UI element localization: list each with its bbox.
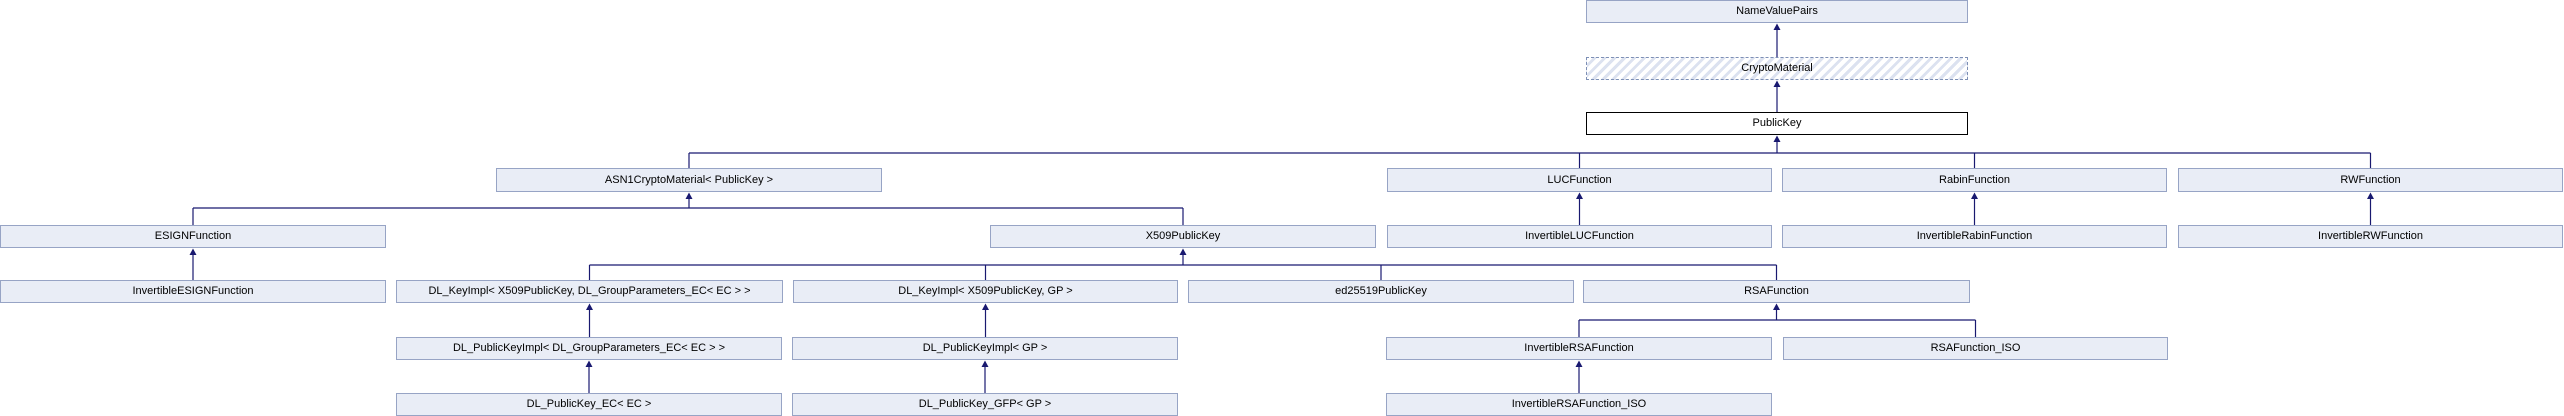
class-node-rabinfunction[interactable]: RabinFunction: [1782, 168, 2167, 192]
class-node-invertibleesignfunction[interactable]: InvertibleESIGNFunction: [0, 280, 386, 303]
class-node-esignfunction[interactable]: ESIGNFunction: [0, 225, 386, 248]
class-node-dl_publickey_gfp[interactable]: DL_PublicKey_GFP< GP >: [792, 393, 1178, 416]
inheritance-arrowhead: [1971, 192, 1978, 199]
class-node-x509publickey[interactable]: X509PublicKey: [990, 225, 1376, 248]
class-node-dl_publickeyimpl_gp[interactable]: DL_PublicKeyImpl< GP >: [792, 337, 1178, 360]
class-node-invertiblerabinfunction[interactable]: InvertibleRabinFunction: [1782, 225, 2167, 248]
class-node-rsafunction_iso[interactable]: RSAFunction_ISO: [1783, 337, 2168, 360]
class-node-dl_publickeyimpl_ec[interactable]: DL_PublicKeyImpl< DL_GroupParameters_EC<…: [396, 337, 782, 360]
class-node-invertiblersafunction[interactable]: InvertibleRSAFunction: [1386, 337, 1772, 360]
class-node-rsafunction[interactable]: RSAFunction: [1583, 280, 1970, 303]
class-node-invertiblersafunction_iso[interactable]: InvertibleRSAFunction_ISO: [1386, 393, 1772, 416]
inheritance-arrowhead: [1773, 80, 1781, 87]
inheritance-arrowhead: [1773, 23, 1781, 30]
class-node-invertiblerwfunction[interactable]: InvertibleRWFunction: [2178, 225, 2563, 248]
inheritance-arrowhead: [1179, 248, 1187, 255]
inheritance-arrowhead: [1773, 135, 1781, 142]
class-node-namevaluepairs[interactable]: NameValuePairs: [1586, 0, 1968, 23]
inheritance-arrowhead: [685, 192, 693, 199]
inheritance-arrowhead: [981, 360, 989, 367]
inheritance-arrowhead: [982, 303, 989, 310]
class-node-dl_keyimpl_ec[interactable]: DL_KeyImpl< X509PublicKey, DL_GroupParam…: [396, 280, 783, 303]
class-node-rwfunction[interactable]: RWFunction: [2178, 168, 2563, 192]
class-node-asn1cryptomaterial[interactable]: ASN1CryptoMaterial< PublicKey >: [496, 168, 882, 192]
inheritance-arrowhead: [586, 303, 593, 310]
inheritance-arrowhead: [2367, 192, 2374, 199]
class-node-dl_publickey_ec[interactable]: DL_PublicKey_EC< EC >: [396, 393, 782, 416]
class-node-publickey: PublicKey: [1586, 112, 1968, 135]
inheritance-arrowhead: [1575, 360, 1583, 367]
class-node-dl_keyimpl_gp[interactable]: DL_KeyImpl< X509PublicKey, GP >: [793, 280, 1178, 303]
inheritance-arrowhead: [585, 360, 593, 367]
class-node-invertiblelucfunction[interactable]: InvertibleLUCFunction: [1387, 225, 1772, 248]
class-node-ed25519publickey[interactable]: ed25519PublicKey: [1188, 280, 1574, 303]
class-node-cryptomaterial[interactable]: CryptoMaterial: [1586, 57, 1968, 80]
inheritance-arrowhead: [1773, 303, 1780, 310]
inheritance-arrowhead: [1576, 192, 1583, 199]
class-node-lucfunction[interactable]: LUCFunction: [1387, 168, 1772, 192]
inheritance-arrowhead: [189, 248, 197, 255]
